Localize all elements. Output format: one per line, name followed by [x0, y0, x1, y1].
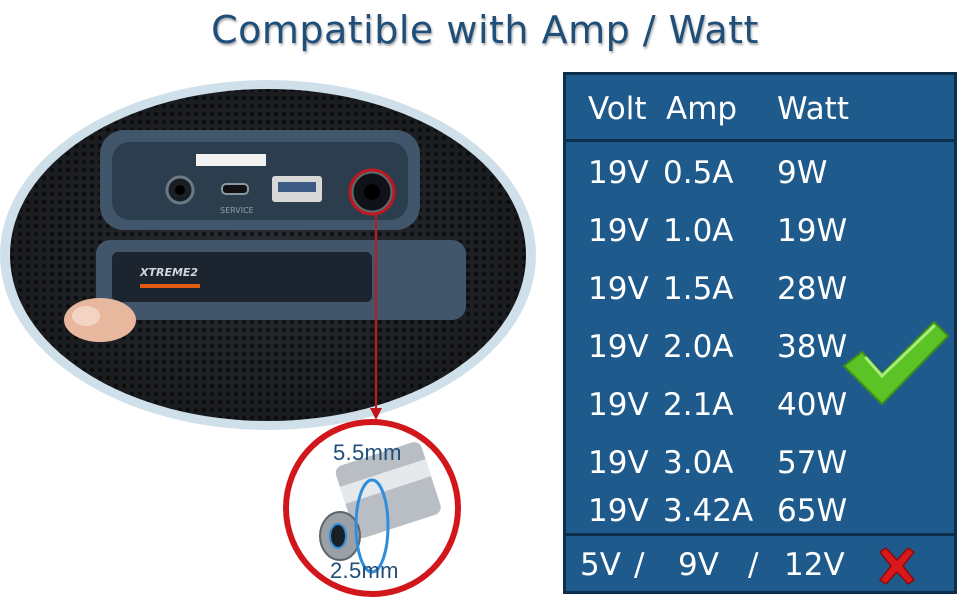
amp-cell: 0.5A [663, 155, 734, 191]
volt-cell: 19V [588, 213, 649, 249]
amp-cell: 1.5A [663, 271, 734, 307]
footer-divider [566, 533, 954, 536]
watt-cell: 40W [777, 387, 848, 423]
table-row: 19V 2.1A 40W [566, 375, 954, 433]
table-row: 19V 2.0A 38W [566, 317, 954, 375]
table-row: 19V 3.0A 57W [566, 433, 954, 491]
table-row: 19V 1.5A 28W [566, 259, 954, 317]
amp-cell: 3.0A [663, 445, 734, 481]
incompatible-volt-9v: 9V [678, 547, 719, 583]
amp-cell: 2.0A [663, 329, 734, 365]
incompatible-volt-12v: 12V [784, 547, 845, 583]
volt-cell: 19V [588, 493, 649, 529]
table-row: 19V 1.0A 19W [566, 201, 954, 259]
volt-cell: 19V [588, 329, 649, 365]
amp-cell: 2.1A [663, 387, 734, 423]
table-row: 19V 3.42A 65W [566, 481, 954, 539]
red-x-icon [876, 546, 918, 586]
speaker-port-photo: SERVICE XTREME2 [0, 70, 560, 450]
watt-cell: 57W [777, 445, 848, 481]
incompatible-volt-5v: 5V [580, 547, 621, 583]
watt-cell: 65W [777, 493, 848, 529]
separator: / [634, 547, 645, 583]
volt-cell: 19V [588, 271, 649, 307]
watt-cell: 19W [777, 213, 848, 249]
header-amp: Amp [666, 91, 738, 127]
header-divider [566, 139, 954, 142]
inner-diameter-label: 2.5mm [330, 558, 399, 583]
table-row: 19V 0.5A 9W [566, 143, 954, 201]
outer-diameter-label: 5.5mm [333, 440, 402, 465]
watt-cell: 28W [777, 271, 848, 307]
header-watt: Watt [777, 91, 849, 127]
volt-cell: 19V [588, 155, 649, 191]
incompatible-row: 5V / 9V / 12V [566, 537, 954, 591]
amp-cell: 3.42A [663, 493, 754, 529]
amp-cell: 1.0A [663, 213, 734, 249]
page-title: Compatible with Amp / Watt [211, 8, 759, 52]
volt-cell: 19V [588, 387, 649, 423]
watt-cell: 9W [777, 155, 828, 191]
separator: / [748, 547, 759, 583]
dc-plug-closeup [282, 418, 462, 598]
service-port-label: SERVICE [220, 206, 254, 215]
watt-cell: 38W [777, 329, 848, 365]
green-checkmark-icon [838, 318, 950, 408]
compatibility-table: Volt Amp Watt 19V 0.5A 9W 19V 1.0A 19W 1… [563, 72, 957, 594]
volt-cell: 19V [588, 445, 649, 481]
brand-label: XTREME2 [139, 266, 198, 279]
header-volt: Volt [588, 91, 647, 127]
table-header-row: Volt Amp Watt [566, 79, 954, 137]
